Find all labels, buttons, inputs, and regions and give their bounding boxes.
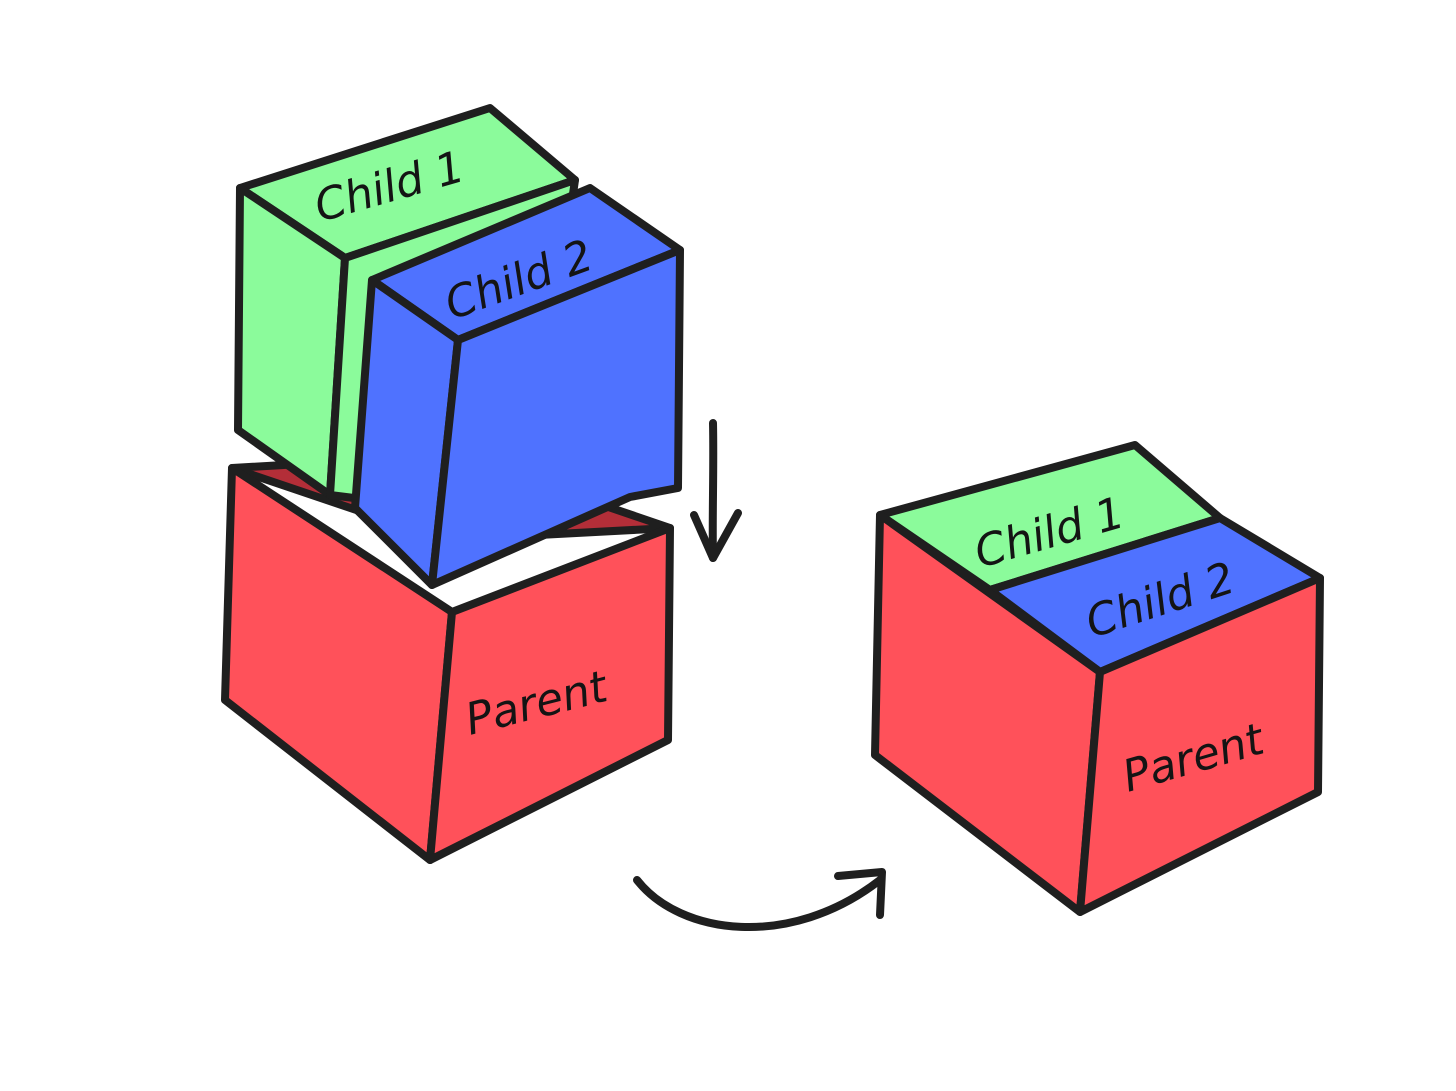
right-parent-side-face (1076, 574, 1324, 916)
left-child1-cube: Child 1 (234, 104, 579, 504)
left-parent-side-face (426, 524, 674, 864)
curved-arrow-icon (633, 868, 886, 931)
left-child2-side-face (428, 246, 684, 589)
right-merged-cube: Child 1 Child 2 Parent (871, 441, 1324, 916)
left-child2-cube: Child 2 (351, 184, 684, 589)
left-stack: Parent Child 1 Child 2 (221, 104, 742, 864)
down-arrow-icon (690, 419, 742, 562)
